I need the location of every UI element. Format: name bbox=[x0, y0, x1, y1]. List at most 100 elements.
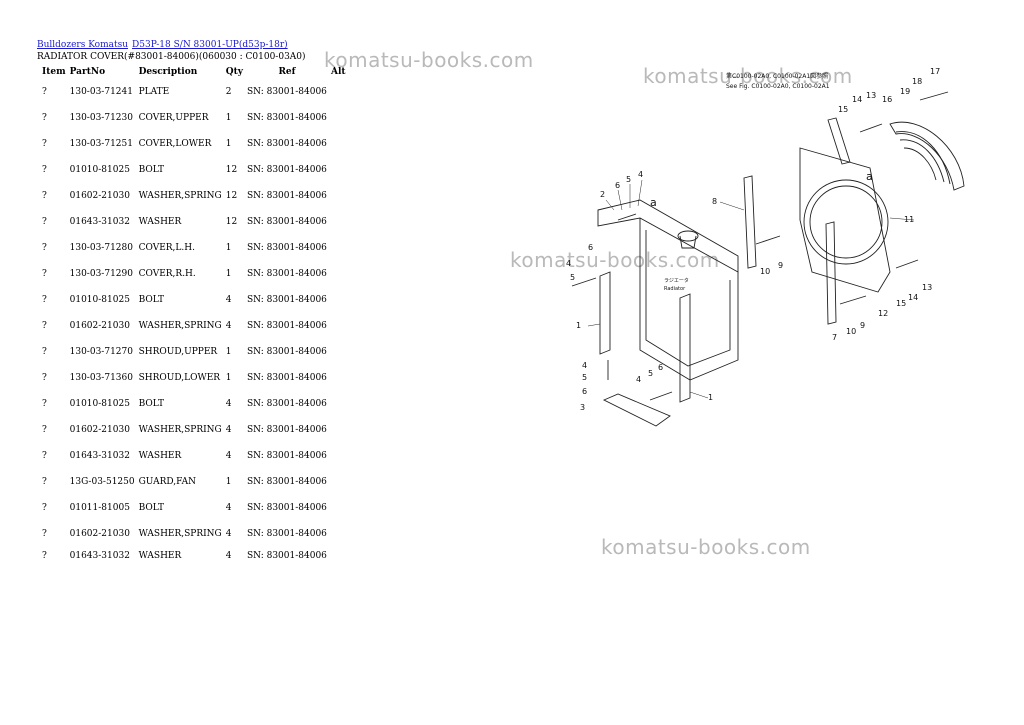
diagram-shroud bbox=[799, 147, 891, 293]
watermark: komatsu-books.com bbox=[601, 535, 811, 559]
cell-description: BOLT bbox=[138, 295, 165, 305]
cell-description: WASHER,SPRING bbox=[138, 321, 222, 331]
callout-label: 7 bbox=[832, 333, 837, 342]
cell-description: SHROUD,UPPER bbox=[138, 347, 218, 357]
cell-item: ? bbox=[42, 503, 47, 513]
callout-label: 9 bbox=[860, 321, 865, 330]
cell-qty: 4 bbox=[225, 425, 232, 435]
cell-partno: 01602-21030 bbox=[69, 529, 130, 539]
cell-alt bbox=[329, 443, 353, 469]
cell-qty: 1 bbox=[225, 269, 232, 279]
cell-qty: 1 bbox=[225, 113, 232, 123]
cell-item: ? bbox=[42, 87, 47, 97]
cell-item: ? bbox=[42, 451, 47, 461]
marker-a: a bbox=[866, 170, 873, 183]
callout-label: 15 bbox=[896, 299, 906, 308]
cell-qty: 1 bbox=[225, 139, 232, 149]
callout-label: 6 bbox=[588, 243, 593, 252]
cell-partno: 01010-81025 bbox=[69, 165, 130, 175]
cell-alt bbox=[329, 339, 353, 365]
diagram-cover-lh bbox=[599, 271, 611, 355]
callout-label: 1 bbox=[576, 321, 581, 330]
cell-ref: SN: 83001-84006 bbox=[246, 373, 327, 383]
watermark: komatsu-books.com bbox=[324, 48, 534, 72]
diagram-lower-cover bbox=[602, 393, 671, 427]
reference-note-en: See Fig. C0100-02A0, C0100-02A1 bbox=[726, 83, 830, 90]
cell-qty: 4 bbox=[225, 399, 232, 409]
callout-label: 4 bbox=[582, 361, 587, 370]
cell-partno: 13G-03-51250 bbox=[69, 477, 135, 487]
callout-label: 10 bbox=[760, 267, 770, 276]
callout-label: 5 bbox=[570, 273, 575, 282]
col-header-description: Description bbox=[138, 67, 198, 77]
cell-item: ? bbox=[42, 113, 47, 123]
cell-item: ? bbox=[42, 269, 47, 279]
cell-ref: SN: 83001-84006 bbox=[246, 551, 327, 561]
cell-ref: SN: 83001-84006 bbox=[246, 425, 327, 435]
callout-label: 14 bbox=[908, 293, 918, 302]
diagram-bolts bbox=[571, 91, 949, 401]
callout-label: 16 bbox=[882, 95, 892, 104]
callout-label: 19 bbox=[900, 87, 910, 96]
callout-label: 18 bbox=[912, 77, 922, 86]
callout-label: 6 bbox=[615, 181, 620, 190]
cell-qty: 4 bbox=[225, 503, 232, 513]
callout-label: 17 bbox=[930, 67, 940, 76]
cell-ref: SN: 83001-84006 bbox=[246, 217, 327, 227]
cell-alt bbox=[329, 131, 353, 157]
cell-alt bbox=[329, 183, 353, 209]
breadcrumb-link-model[interactable]: D53P-18 S/N 83001-UP(d53p-18r) bbox=[132, 40, 288, 50]
cell-description: WASHER,SPRING bbox=[138, 425, 222, 435]
cell-description: GUARD,FAN bbox=[138, 477, 196, 487]
cell-item: ? bbox=[42, 217, 47, 227]
cell-item: ? bbox=[42, 295, 47, 305]
cell-qty: 12 bbox=[225, 191, 238, 201]
cell-partno: 01602-21030 bbox=[69, 425, 130, 435]
cell-ref: SN: 83001-84006 bbox=[246, 321, 327, 331]
cell-partno: 130-03-71280 bbox=[69, 243, 133, 253]
cell-qty: 1 bbox=[225, 243, 232, 253]
callout-label: 11 bbox=[904, 215, 914, 224]
diagram-shroud-body bbox=[639, 218, 739, 381]
cell-alt bbox=[329, 235, 353, 261]
diagram-plate-lower bbox=[825, 221, 837, 325]
cell-alt bbox=[329, 469, 353, 495]
cell-item: ? bbox=[42, 477, 47, 487]
cell-ref: SN: 83001-84006 bbox=[246, 139, 327, 149]
cell-partno: 01602-21030 bbox=[69, 321, 130, 331]
parts-table: Item PartNo Description Qty Ref Alt ?130… bbox=[36, 65, 353, 565]
cell-item: ? bbox=[42, 373, 47, 383]
diagram-cover-rh bbox=[679, 293, 691, 403]
breadcrumb-link-brand[interactable]: Bulldozers Komatsu bbox=[37, 40, 129, 50]
diagram-callouts: 2 6 5 4 8 10 9 11 1 4 6 5 3 4 5 6 4 5 6 … bbox=[566, 67, 940, 412]
callout-label: 10 bbox=[846, 327, 856, 336]
cell-ref: SN: 83001-84006 bbox=[246, 165, 327, 175]
cell-ref: SN: 83001-84006 bbox=[246, 347, 327, 357]
cell-description: SHROUD,LOWER bbox=[138, 373, 221, 383]
cell-ref: SN: 83001-84006 bbox=[246, 529, 327, 539]
cell-description: COVER,LOWER bbox=[138, 139, 212, 149]
col-header-item: Item bbox=[42, 67, 66, 77]
cell-qty: 12 bbox=[225, 165, 238, 175]
table-header-row: Item PartNo Description Qty Ref Alt bbox=[36, 65, 353, 79]
cell-description: WASHER,SPRING bbox=[138, 529, 222, 539]
cell-description: WASHER,SPRING bbox=[138, 191, 222, 201]
cell-alt bbox=[329, 365, 353, 391]
callout-label: 8 bbox=[712, 197, 717, 206]
callout-label: 2 bbox=[600, 190, 605, 199]
callout-label: 5 bbox=[582, 373, 587, 382]
cell-description: WASHER bbox=[138, 451, 182, 461]
col-header-qty: Qty bbox=[225, 67, 243, 77]
cell-partno: 01643-31032 bbox=[69, 451, 130, 461]
cell-item: ? bbox=[42, 321, 47, 331]
